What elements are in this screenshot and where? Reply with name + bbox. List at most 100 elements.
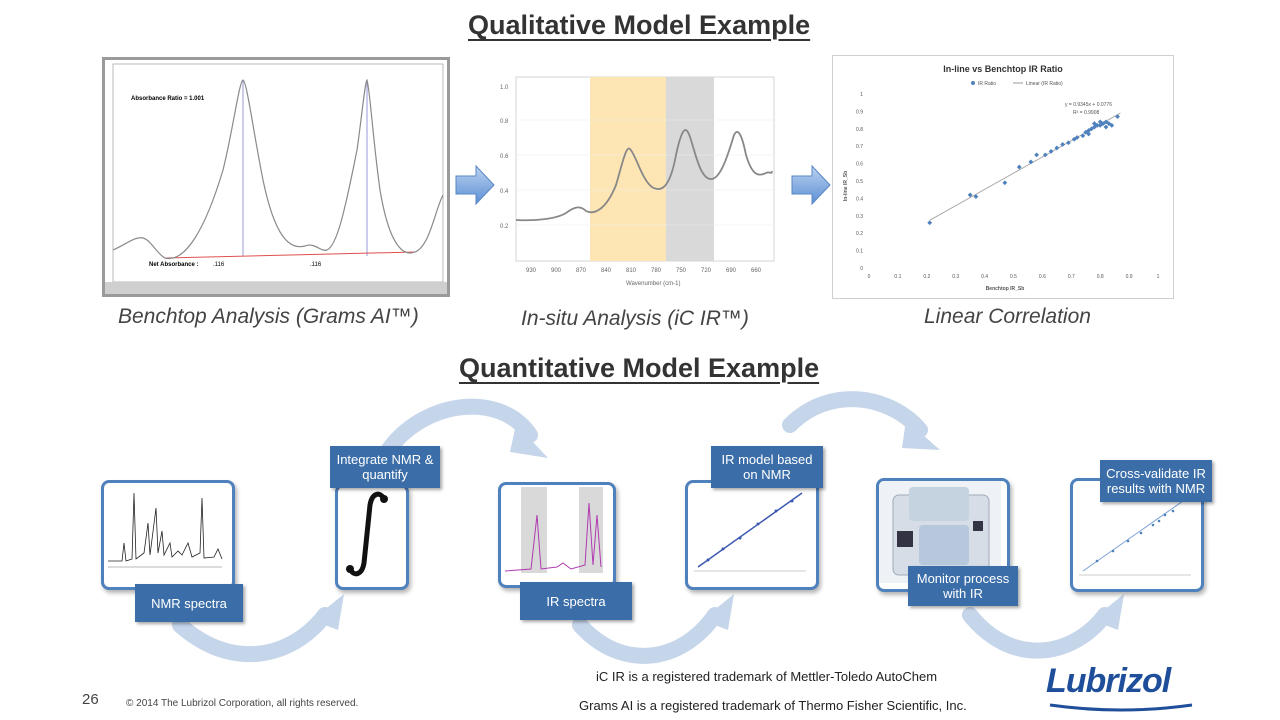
icir-spectrum-panel: 1.0 0.8 0.6 0.4 0.2 930 900 870 840 810 780 750…: [496, 75, 778, 297]
step-integrate-label: Integrate NMR & quantify: [330, 446, 440, 488]
y-tick-label: 0.3: [856, 214, 863, 220]
x-tick-label: 1: [1157, 274, 1160, 280]
y-tick-label: 0.6: [856, 162, 863, 168]
linear-correlation-chart: In-line vs Benchtop IR Ratio IR Ratio Li…: [843, 64, 1160, 292]
quantitative-heading: Quantitative Model Example: [459, 353, 820, 383]
icir-xlabel: Wavenumber (cm-1): [626, 281, 680, 287]
step-ir-spectra-label: IR spectra: [520, 582, 632, 620]
caption-insitu: In-situ Analysis (iC IR™): [521, 307, 749, 330]
y-tick-label: 0.1: [856, 249, 863, 255]
svg-text:0.4: 0.4: [500, 189, 509, 195]
y-tick-label: 0.7: [856, 144, 863, 150]
x-tick-label: 0.9: [1126, 274, 1133, 280]
net-absorbance-label: Net Absorbance :: [149, 262, 198, 268]
y-tick-label: 0.8: [856, 127, 863, 133]
svg-text:810: 810: [626, 268, 637, 274]
data-point: [1034, 152, 1040, 158]
step-monitor-label: Monitor process with IR: [908, 566, 1018, 606]
ir-spectrum-thumbnail: [504, 487, 603, 573]
data-point: [967, 192, 973, 198]
trademark-grams: Grams AI is a registered trademark of Th…: [579, 698, 967, 713]
svg-text:720: 720: [701, 268, 712, 274]
data-point: [1103, 124, 1109, 130]
x-tick-label: 0.5: [1010, 274, 1017, 280]
step-nmr-spectra-label: NMR spectra: [135, 584, 243, 622]
x-axis-label: Benchtop IR_Sb: [986, 286, 1025, 292]
icir-spectrum-chart: 1.0 0.8 0.6 0.4 0.2 930 900 870 840 810 780 750…: [500, 76, 775, 287]
data-point: [1086, 128, 1092, 133]
linear-correlation-panel: In-line vs Benchtop IR Ratio IR Ratio Li…: [832, 55, 1174, 299]
copyright-text: © 2014 The Lubrizol Corporation, all rig…: [126, 698, 359, 709]
data-point: [1060, 142, 1066, 147]
logo-swoosh: [1049, 703, 1193, 712]
data-point: [1083, 129, 1089, 135]
svg-text:0.6: 0.6: [500, 154, 509, 160]
svg-text:1.0: 1.0: [500, 85, 509, 91]
data-point: [1002, 180, 1008, 186]
data-point: [1028, 159, 1034, 165]
chart-title: In-line vs Benchtop IR Ratio: [943, 64, 1063, 74]
caption-benchtop: Benchtop Analysis (Grams AI™): [118, 305, 419, 328]
legend-ir-ratio: IR Ratio: [978, 81, 996, 87]
trademark-icir: iC IR is a registered trademark of Mettl…: [596, 669, 938, 684]
net-absorbance-value-1: .116: [213, 262, 225, 268]
data-point: [1016, 164, 1022, 170]
step-ir-model-label: IR model based on NMR: [711, 446, 823, 488]
x-tick-label: 0.8: [1097, 274, 1104, 280]
data-point: [927, 220, 933, 226]
y-tick-label: 1: [860, 92, 863, 98]
qualitative-heading: Qualitative Model Example: [468, 10, 811, 40]
y-tick-label: 0: [860, 266, 863, 272]
svg-text:690: 690: [726, 268, 737, 274]
svg-text:870: 870: [576, 268, 587, 274]
process-flow-arrows: [172, 391, 1124, 664]
x-tick-label: 0.2: [923, 274, 930, 280]
ir-model-scatter-thumbnail: [694, 492, 806, 572]
absorbance-ratio-label: Absorbance Ratio = 1.001: [131, 96, 205, 102]
svg-text:750: 750: [676, 268, 687, 274]
step-nmr-spectra-image: [101, 480, 235, 590]
y-tick-label: 0.5: [856, 179, 863, 185]
lubrizol-logo: Lubrizol: [1046, 662, 1196, 712]
data-point: [1115, 114, 1120, 120]
fit-r2: R² = 0.9908: [1073, 110, 1099, 116]
integral-symbol-icon: [346, 491, 388, 577]
net-absorbance-value-2: .116: [310, 262, 322, 268]
data-point: [973, 194, 979, 200]
lubrizol-logo-text: Lubrizol: [1046, 662, 1171, 700]
x-tick-label: 0: [868, 274, 871, 280]
nmr-spectrum-thumbnail: [108, 492, 223, 568]
step-ir-model-image: [685, 480, 819, 590]
step-crossvalidate-label: Cross-validate IR results with NMR: [1100, 460, 1212, 502]
y-tick-label: 0.2: [856, 231, 863, 237]
x-tick-label: 0.4: [981, 274, 988, 280]
legend-linear-fit: Linear (IR Ratio): [1026, 81, 1063, 87]
data-point: [1086, 131, 1092, 137]
data-point: [1042, 152, 1048, 158]
fit-equation: y = 0.9345x + 0.0776: [1065, 102, 1112, 108]
data-point: [1106, 121, 1112, 126]
x-tick-label: 0.3: [952, 274, 959, 280]
flow-arrow-right-2: [791, 164, 831, 206]
grams-spectrum-chart: Absorbance Ratio = 1.001 Net Absorbance …: [105, 63, 447, 294]
svg-text:840: 840: [601, 268, 612, 274]
flow-arrow-right-1: [455, 164, 495, 206]
x-tick-label: 0.1: [894, 274, 901, 280]
crossvalidate-scatter-thumbnail: [1079, 500, 1191, 576]
page-number: 26: [82, 691, 99, 708]
data-point: [1109, 122, 1115, 128]
svg-text:0.2: 0.2: [500, 224, 509, 230]
step-ir-spectra-image: [498, 482, 616, 588]
caption-linear: Linear Correlation: [924, 305, 1091, 328]
y-tick-label: 0.9: [856, 109, 863, 115]
y-axis-label: In-line IR_Sb: [843, 171, 849, 201]
chart-legend: IR Ratio Linear (IR Ratio): [971, 81, 1063, 87]
x-tick-label: 0.6: [1039, 274, 1046, 280]
svg-text:780: 780: [651, 268, 662, 274]
y-tick-label: 0.4: [856, 196, 863, 202]
svg-text:0.8: 0.8: [500, 119, 509, 125]
x-tick-label: 0.7: [1068, 274, 1075, 280]
grams-spectrum-panel: Absorbance Ratio = 1.001 Net Absorbance …: [102, 57, 450, 297]
svg-text:900: 900: [551, 268, 562, 274]
svg-text:930: 930: [526, 268, 537, 274]
